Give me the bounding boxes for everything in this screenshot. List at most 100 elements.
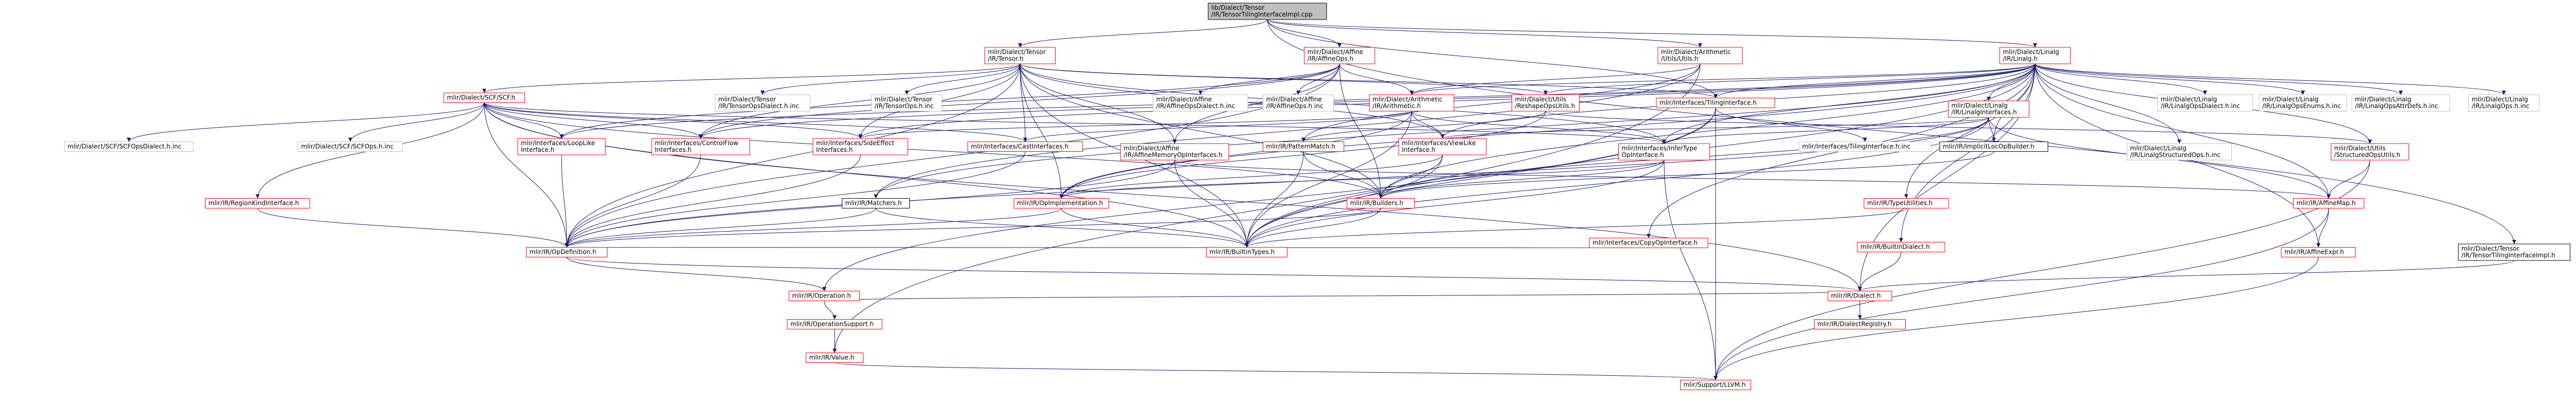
edge-scf-to-scfopsdialect [127,102,485,142]
edge-arithutils-to-value [833,63,1701,353]
node-box [205,198,310,208]
edge-sideeffect-to-opdef [565,154,861,248]
node-tensor[interactable]: mlir/Dialect/Tensor/IR/Tensor.h [985,47,1056,64]
node-label: mlir/IR/AffineMap.h [2297,200,2356,207]
node-arith[interactable]: mlir/Dialect/Arithmetic/IR/Arithmetic.h [1369,94,1454,112]
edge-linalg-to-builtindialect [1899,63,2036,242]
node-regionkind[interactable]: mlir/IR/RegionKindInterface.h [205,198,310,208]
node-label: /IR/AffineOps.h [1308,55,1354,62]
edge-scf-to-builders [484,102,1383,199]
node-llvm[interactable]: mlir/Support/LLVM.h [1680,380,1751,390]
edge-reshapeutils-to-structuredoputils [1545,111,2372,144]
edge-tensor-to-opimpl [1020,63,1063,199]
node-linalgstructuredops: mlir/Dialect/Linalg/IR/LinalgStructuredO… [2127,143,2232,161]
node-scfopsdialect: mlir/Dialect/SCF/SCFOpsDialect.h.inc [64,142,194,152]
node-label: /StructuredOpsUtils.h [2334,151,2401,159]
edge-affineops-to-affinememory [1173,63,1340,144]
node-typeutilities[interactable]: mlir/IR/TypeUtilities.h [1863,198,1949,208]
edge-scf-to-opdef [484,102,569,248]
node-box [985,47,1056,64]
node-castinterfaces[interactable]: mlir/Interfaces/CastInterfaces.h [968,142,1083,152]
node-builtintypes[interactable]: mlir/IR/BuiltinTypes.h [1206,247,1287,257]
node-label: mlir/Dialect/Arithmetic [1372,96,1443,103]
node-box [2293,198,2364,208]
node-registry[interactable]: mlir/IR/DialectRegistry.h [1814,319,1906,329]
node-linalgopsdialect: mlir/Dialect/Linalg/IR/LinalgOpsDialect.… [2157,94,2253,112]
node-affineexpr[interactable]: mlir/IR/AffineExpr.h [2281,247,2356,257]
node-implicitloc[interactable]: mlir/IR/ImplicitLocOpBuilder.h [1939,142,2048,152]
node-label: mlir/IR/OperationSupport.h [790,321,874,328]
edge-scf-to-scfopsinc [348,102,485,142]
node-box [526,247,607,257]
node-affineops[interactable]: mlir/Dialect/Affine/IR/AffineOps.h [1304,47,1375,64]
node-scf[interactable]: mlir/Dialect/SCF/SCF.h [444,93,525,103]
edge-root-to-linalg [1267,19,2037,48]
node-label: mlir/Dialect/Tensor [875,96,933,103]
node-label: mlir/Dialect/Affine [1308,48,1363,56]
node-root[interactable]: lib/Dialect/Tensor/IR/TensorTilingInterf… [1208,3,1327,20]
node-opdef[interactable]: mlir/IR/OpDefinition.h [526,247,607,257]
node-label: /IR/TensorOpsDialect.h.inc [718,102,799,110]
node-label: /IR/LinalgOps.h.inc [2472,102,2530,110]
edge-linalg-to-reshapeutils [1544,63,2036,95]
node-opimpl[interactable]: mlir/IR/OpImplementation.h [1013,198,1109,208]
node-linalgopsinc: mlir/Dialect/Linalg/IR/LinalgOps.h.inc [2468,94,2539,112]
node-opsupport[interactable]: mlir/IR/OperationSupport.h [787,319,883,329]
edge-affinememory-to-affinemap [1174,160,2331,199]
node-value[interactable]: mlir/IR/Value.h [806,353,863,363]
node-builders[interactable]: mlir/IR/Builders.h [1347,198,1415,208]
node-box [789,291,860,301]
node-arithutils[interactable]: mlir/Dialect/Arithmetic/Utils/Utils.h [1657,47,1743,64]
edge-affineexpr-to-llvm [1714,257,2319,380]
edge-operation-to-dialect [824,291,1861,301]
node-reshapeutils[interactable]: mlir/Dialect/Utils/ReshapeOpsUtils.h [1512,94,1580,112]
node-affinemap[interactable]: mlir/IR/AffineMap.h [2293,198,2364,208]
node-label: mlir/IR/Operation.h [792,292,851,300]
node-copyop[interactable]: mlir/Interfaces/CopyOpInterface.h [1589,238,1708,248]
node-builtindialect[interactable]: mlir/IR/BuiltinDialect.h [1857,242,1945,252]
edge-castinterfaces-to-opdef [565,151,1026,248]
node-label: mlir/Interfaces/SideEffect [816,139,894,147]
node-label: /IR/TensorOps.h.inc [875,102,934,110]
node-label: /IR/TensorTilingInterfaceImpl.cpp [1211,11,1313,18]
edge-affineops-to-affineopsinc [1296,63,1340,95]
node-dialect[interactable]: mlir/IR/Dialect.h [1827,291,1892,301]
node-label: /IR/Tensor.h [988,55,1024,62]
edge-affinemap-to-llvm [1714,208,2329,380]
node-operation[interactable]: mlir/IR/Operation.h [789,291,860,301]
node-box [1948,100,2029,118]
node-box [1208,3,1327,20]
node-tilingimplh[interactable]: mlir/Dialect/Tensor/IR/TensorTilingInter… [2458,243,2570,261]
node-tiling[interactable]: mlir/Interfaces/TilingInterface.h [1656,98,1775,108]
node-affinememory[interactable]: mlir/Dialect/Affine/IR/AffineMemoryOpInt… [1120,143,1229,161]
node-affineopsinc: mlir/Dialect/Affine/IR/AffineOps.h.inc [1263,94,1334,112]
edge-linalg-to-linalgstructuredops [2035,63,2181,144]
node-label: mlir/Dialect/Linalg [1952,102,2008,109]
edge-arithutils-to-arith [1410,63,1701,95]
node-linalgattrdefs: mlir/Dialect/Linalg/IR/LinalgOpsAttrDefs… [2351,94,2450,112]
node-label: Interface.h [1402,146,1435,153]
node-box [651,138,750,155]
edge-root-to-arithutils [1267,19,1702,48]
node-label: mlir/Dialect/Linalg [2472,96,2528,103]
node-linalg[interactable]: mlir/Dialect/Linalg/IR/Linalg.h [1999,47,2071,64]
node-matchers[interactable]: mlir/IR/Matchers.h [842,198,910,208]
edge-tiling-to-tilinginc [1715,108,1867,142]
node-linalginterfaces[interactable]: mlir/Dialect/Linalg/IR/LinalgInterfaces.… [1948,100,2029,118]
node-box [1657,47,1743,64]
node-box [64,142,194,152]
node-patternmatch[interactable]: mlir/IR/PatternMatch.h [1263,142,1344,152]
node-structuredoputils[interactable]: mlir/Dialect/Utils/StructuredOpsUtils.h [2331,143,2409,161]
edge-viewlike-to-builtintypes [1245,154,1443,248]
edge-tensor-to-tensorops [905,63,1021,95]
node-scfopsinc: mlir/Dialect/SCF/SCFOps.h.inc [298,142,403,152]
node-label: mlir/Dialect/Linalg [2262,96,2318,103]
edge-viewlike-to-opimpl [1059,154,1443,199]
node-label: mlir/IR/RegionKindInterface.h [209,200,299,207]
node-label: mlir/Dialect/Linalg [2003,48,2059,56]
